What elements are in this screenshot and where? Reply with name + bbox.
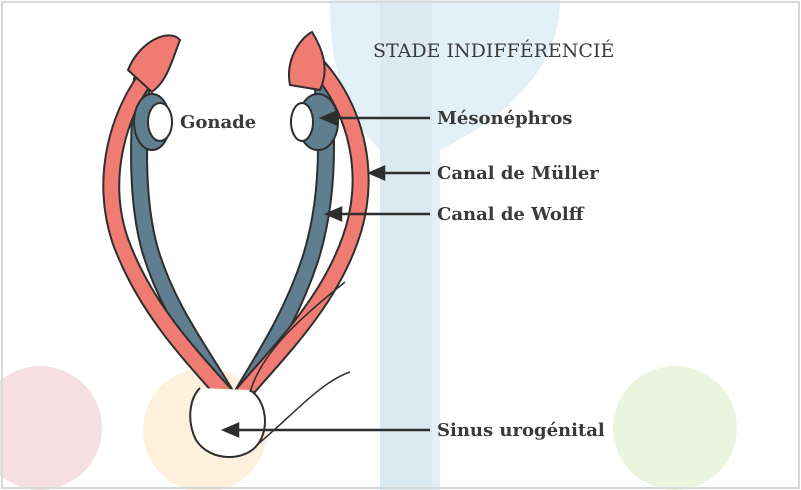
arrow-muller xyxy=(370,167,384,179)
bg-blue-shape xyxy=(330,0,560,490)
gonad-left xyxy=(148,103,172,141)
bg-green-circle xyxy=(613,366,737,490)
muller-funnel-right xyxy=(289,32,325,90)
label-gonade: Gonade xyxy=(180,112,256,133)
label-sinus: Sinus urogénital xyxy=(437,420,605,441)
diagram-title: STADE INDIFFÉRENCIÉ xyxy=(373,39,614,62)
urogenital-sinus xyxy=(190,388,265,457)
bg-red-circle xyxy=(0,366,102,490)
gonad-right xyxy=(291,103,313,141)
label-mesonephros: Mésonéphros xyxy=(437,108,572,129)
label-wolff: Canal de Wolff xyxy=(437,204,585,225)
label-muller: Canal de Müller xyxy=(437,163,599,184)
